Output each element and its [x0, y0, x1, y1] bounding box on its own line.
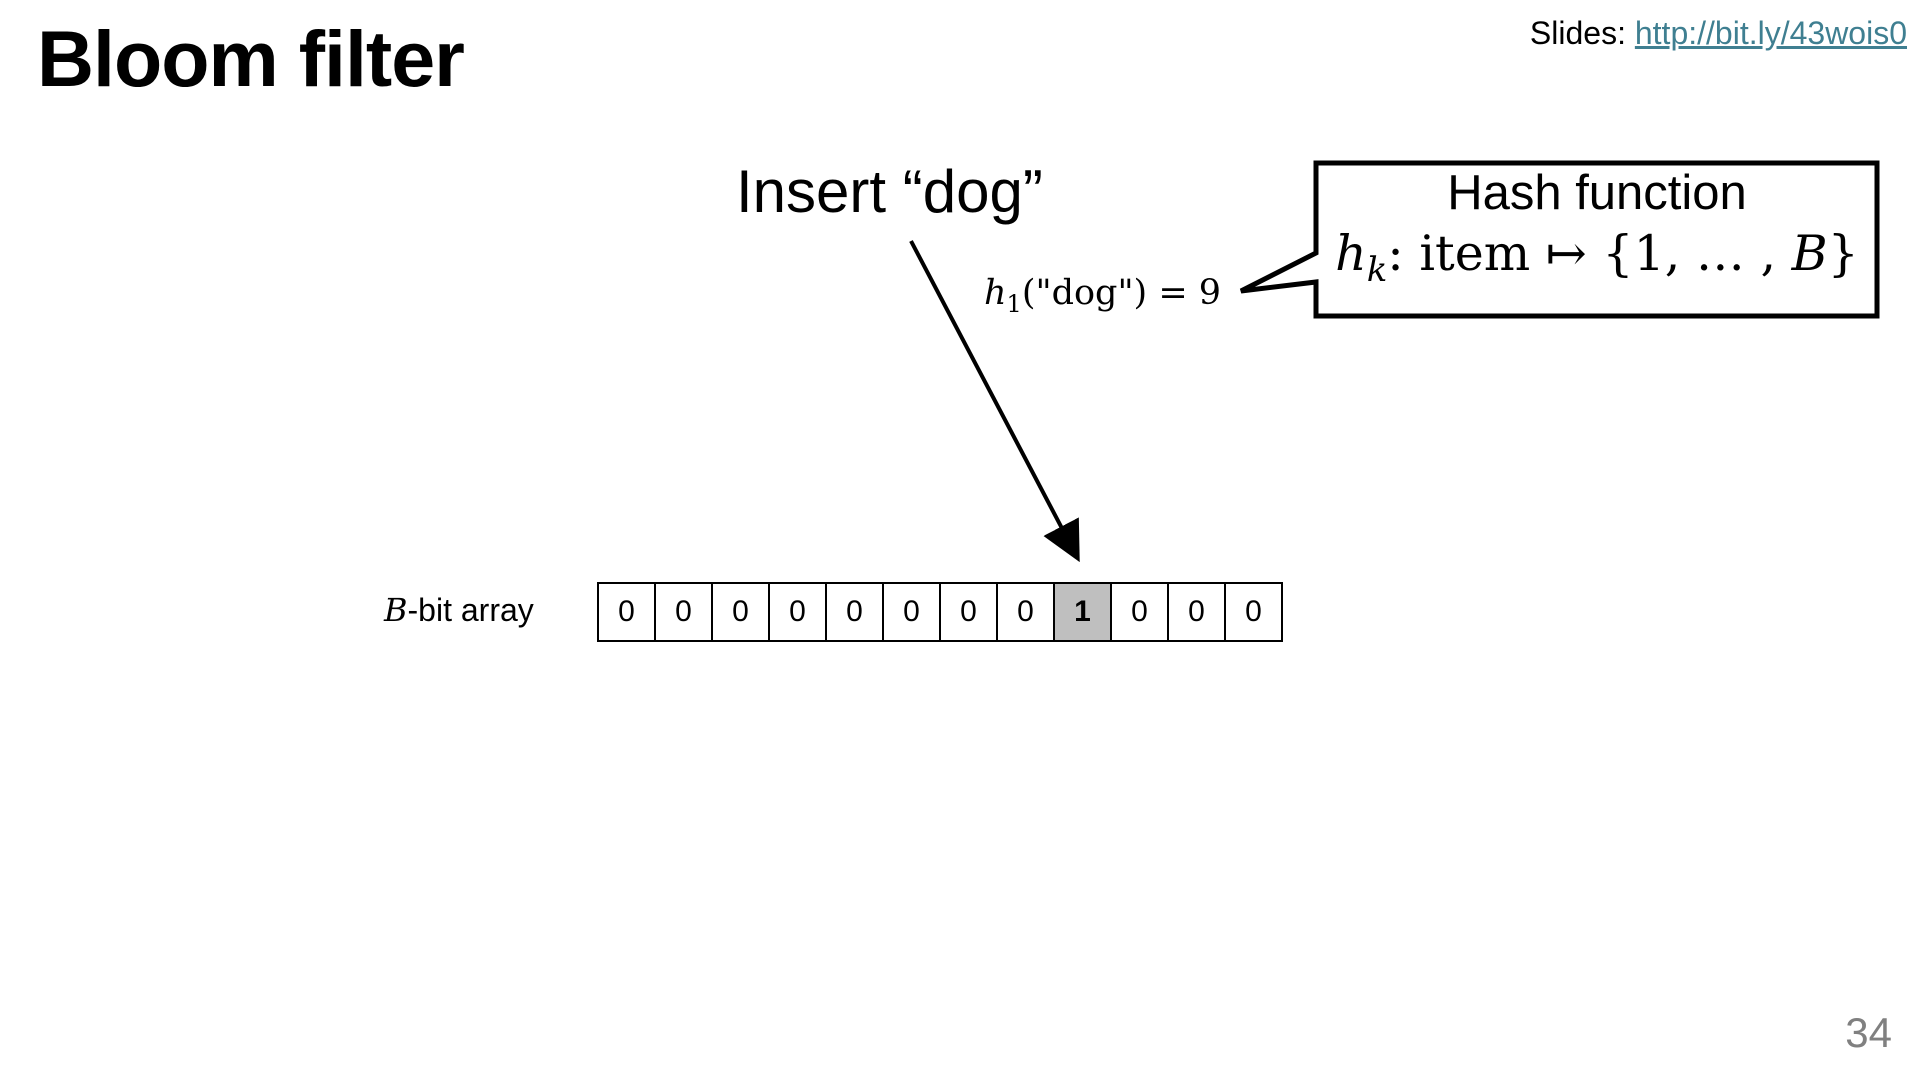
bit-cell: 0	[827, 582, 884, 642]
insert-heading: Insert “dog”	[736, 158, 1043, 225]
bit-cell: 0	[599, 582, 656, 642]
callout-content: Hash function hk: item ↦ {1, … , B}	[1317, 164, 1877, 290]
bit-cell: 0	[941, 582, 998, 642]
hash-func-argument: ("dog")	[1021, 273, 1148, 313]
array-label-var: B	[384, 591, 408, 629]
formula-subscript: k	[1366, 249, 1388, 290]
callout-title: Hash function	[1447, 166, 1747, 220]
formula-func: h	[1335, 224, 1367, 282]
slides-reference: Slides: http://bit.ly/43wois0	[1530, 14, 1907, 52]
callout-formula: hk: item ↦ {1, … , B}	[1317, 225, 1877, 291]
hash-func-subscript: 1	[1006, 290, 1022, 318]
formula-close: }	[1827, 224, 1859, 282]
bit-cell: 1	[1055, 582, 1112, 642]
bit-cell: 0	[998, 582, 1055, 642]
bit-cell: 0	[770, 582, 827, 642]
array-label: B-bit array	[384, 591, 534, 629]
page-number: 34	[1845, 1009, 1892, 1056]
hash-func-symbol: h	[984, 273, 1007, 313]
bit-cell: 0	[1112, 582, 1169, 642]
bit-cell: 0	[884, 582, 941, 642]
bit-cell: 0	[656, 582, 713, 642]
hash-func-result: = 9	[1158, 273, 1222, 313]
slides-label: Slides:	[1529, 15, 1626, 51]
slides-link[interactable]: http://bit.ly/43wois0	[1634, 15, 1907, 51]
formula-mapping: : item ↦ {1, … ,	[1387, 224, 1792, 282]
array-label-text: -bit array	[407, 592, 534, 628]
bit-cell: 0	[1169, 582, 1226, 642]
hash-equation: h1("dog") = 9	[984, 272, 1221, 319]
bit-cell: 0	[713, 582, 770, 642]
slide-title: Bloom filter	[37, 14, 465, 103]
bit-cell: 0	[1226, 582, 1283, 642]
formula-var: B	[1791, 224, 1828, 282]
